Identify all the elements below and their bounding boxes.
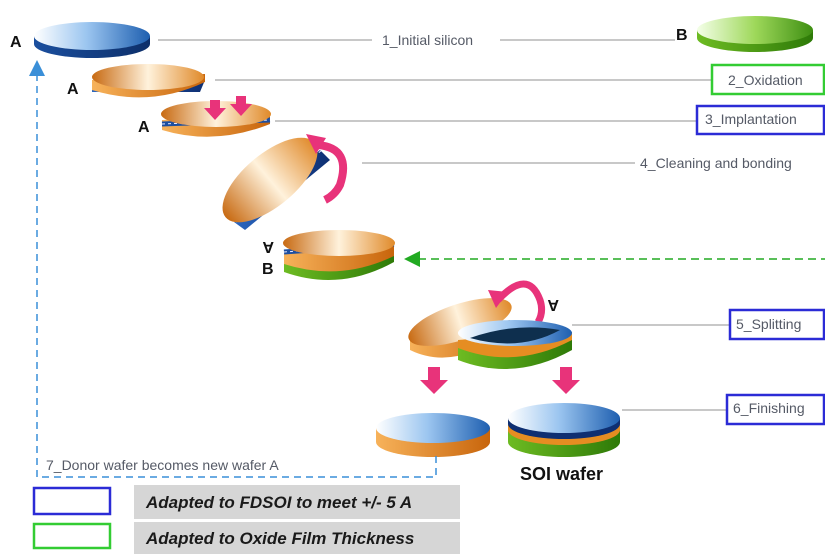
step-2-label: 2_Oxidation xyxy=(728,72,803,88)
wafer-a-label-3: A xyxy=(138,119,150,136)
wafer-a-flipping xyxy=(222,137,330,230)
wafer-a-initial xyxy=(34,22,150,58)
legend-blue-swatch xyxy=(32,486,112,516)
guide-lines xyxy=(158,39,730,411)
wafer-b-label-1: B xyxy=(676,27,688,44)
step-3-box xyxy=(695,104,825,136)
step-2-box xyxy=(710,63,825,96)
wafer-a-oxidized xyxy=(92,64,205,98)
step-3-label: 3_Implantation xyxy=(705,111,797,127)
soi-wafer xyxy=(508,403,620,457)
wafer-b-initial xyxy=(697,16,813,52)
step-4-label: 4_Cleaning and bonding xyxy=(640,155,792,171)
legend-green-bg xyxy=(134,522,460,554)
wafer-soi-split xyxy=(458,320,572,369)
legend-green-swatch xyxy=(32,522,112,550)
wafer-a-label-flipped-2: A xyxy=(547,296,559,313)
legend-green-text: Adapted to Oxide Film Thickness xyxy=(145,529,414,548)
wafer-bonded xyxy=(283,230,395,280)
legend-blue-bg xyxy=(134,485,460,519)
step-6-label: 6_Finishing xyxy=(733,400,805,416)
legend-blue-text: Adapted to FDSOI to meet +/- 5 A xyxy=(145,493,412,512)
step-5-box xyxy=(728,308,825,341)
wafer-b-feed-arrow xyxy=(404,251,825,267)
wafer-a-label-flipped-1: A xyxy=(262,238,274,255)
step-6-box xyxy=(725,393,825,426)
wafer-a-recycled xyxy=(376,413,490,457)
wafer-a-label-1: A xyxy=(10,34,22,51)
down-arrow-left-icon xyxy=(420,367,448,394)
step-1-label: 1_Initial silicon xyxy=(382,32,473,48)
rotate-arrow-icon xyxy=(306,134,348,204)
implant-arrows-icon xyxy=(204,96,252,120)
down-arrow-right-icon xyxy=(552,367,580,394)
step-7-label: 7_Donor wafer becomes new wafer A xyxy=(46,457,279,473)
soi-wafer-label: SOI wafer xyxy=(520,464,603,484)
wafer-a-label-2: A xyxy=(67,81,79,98)
donor-loop-line xyxy=(29,60,437,478)
step-5-label: 5_Splitting xyxy=(736,316,801,332)
wafer-b-label-2: B xyxy=(262,261,274,278)
rotate-arrow-split-icon xyxy=(488,280,546,324)
legend: Adapted to FDSOI to meet +/- 5 A Adapted… xyxy=(32,485,460,554)
